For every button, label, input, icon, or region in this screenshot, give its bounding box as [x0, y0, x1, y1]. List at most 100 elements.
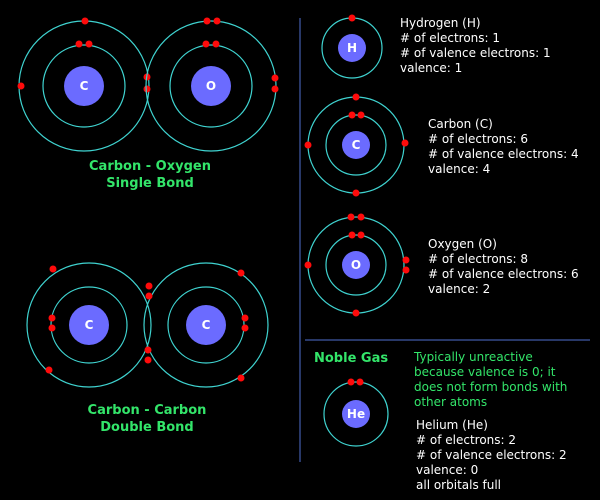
outer-orbit — [26, 262, 152, 388]
hydrogen-section: H Hydrogen (H) # of electrons: 1 # of va… — [321, 14, 551, 79]
single-bond-diagram: C O Carbon - Oxygen Single Bond — [17, 17, 279, 191]
nucleus — [64, 66, 104, 106]
hydrogen-name: Hydrogen (H) — [400, 16, 481, 30]
nucleus — [69, 305, 109, 345]
single-bond-oxygen-atom: O — [145, 17, 279, 152]
electron — [45, 366, 53, 374]
electron — [85, 40, 93, 48]
noble-gas-description-line: does not form bonds with — [414, 380, 567, 394]
carbon-section: C Carbon (C) # of electrons: 6 # of vale… — [304, 93, 579, 197]
double-bond-subtitle: Double Bond — [100, 420, 193, 435]
single-bond-subtitle: Single Bond — [106, 176, 194, 191]
oxygen-section: O Oxygen (O) # of electrons: 8 # of vale… — [304, 213, 579, 317]
carbon-electrons: # of electrons: 6 — [428, 132, 528, 146]
atom-symbol: He — [347, 407, 365, 421]
atom-symbol: C — [202, 318, 211, 332]
electron — [357, 213, 365, 221]
electron — [304, 141, 312, 149]
helium-name: Helium (He) — [416, 418, 488, 432]
electron — [356, 378, 364, 386]
electron — [81, 17, 89, 25]
electron — [401, 139, 409, 147]
electron — [352, 93, 360, 101]
inner-orbit — [325, 114, 387, 176]
outer-orbit — [143, 262, 269, 388]
electron — [271, 74, 279, 82]
electron — [352, 189, 360, 197]
shared-electron — [144, 346, 152, 354]
carbon-valence-electrons: # of valence electrons: 4 — [428, 147, 579, 161]
double-bond-diagram: C C Carbon - Carbon Double Bond — [26, 262, 269, 435]
electron — [347, 213, 355, 221]
single-bond-title: Carbon - Oxygen — [89, 159, 211, 174]
hydrogen-valence-electrons: # of valence electrons: 1 — [400, 46, 551, 60]
electron — [48, 314, 56, 322]
helium-valence: valence: 0 — [416, 463, 478, 477]
electron — [143, 85, 151, 93]
electron — [271, 85, 279, 93]
inner-orbit — [42, 44, 126, 128]
noble-gas-description-line: Typically unreactive — [413, 350, 533, 364]
noble-gas-section: Noble Gas Typically unreactive because v… — [314, 350, 567, 492]
carbon-name: Carbon (C) — [428, 117, 493, 131]
electron — [241, 324, 249, 332]
atom-symbol: C — [352, 138, 361, 152]
atom-symbol: O — [351, 258, 361, 272]
shared-electron — [144, 356, 152, 364]
noble-gas-description-line: other atoms — [414, 395, 487, 409]
electron — [237, 374, 245, 382]
nucleus — [338, 34, 366, 62]
nucleus — [342, 131, 370, 159]
nucleus — [186, 305, 226, 345]
electron — [357, 111, 365, 119]
electron — [348, 231, 356, 239]
single-bond-carbon-atom: C — [17, 17, 151, 152]
noble-gas-heading: Noble Gas — [314, 351, 388, 366]
helium-note: all orbitals full — [416, 478, 501, 492]
inner-orbit — [325, 234, 387, 296]
atom-symbol: C — [85, 318, 94, 332]
shared-electron — [145, 292, 153, 300]
electron — [48, 324, 56, 332]
double-bond-right-carbon-atom: C — [143, 262, 269, 388]
electron — [352, 309, 360, 317]
electron — [17, 82, 25, 90]
electron — [348, 14, 356, 22]
carbon-valence: valence: 4 — [428, 162, 490, 176]
oxygen-valence-electrons: # of valence electrons: 6 — [428, 267, 579, 281]
electron — [212, 40, 220, 48]
nucleus — [342, 251, 370, 279]
nucleus — [342, 400, 370, 428]
orbit — [323, 381, 389, 447]
double-bond-title: Carbon - Carbon — [88, 403, 207, 418]
electron — [237, 269, 245, 277]
atom-symbol: H — [347, 41, 357, 55]
atom-symbol: C — [80, 79, 89, 93]
helium-electrons: # of electrons: 2 — [416, 433, 516, 447]
electron — [75, 40, 83, 48]
electron — [304, 261, 312, 269]
shared-electron — [145, 282, 153, 290]
electron — [357, 231, 365, 239]
electron — [347, 378, 355, 386]
atom-symbol: O — [206, 79, 216, 93]
double-bond-left-carbon-atom: C — [26, 262, 152, 388]
electron — [213, 17, 221, 25]
electron — [49, 265, 57, 273]
noble-gas-description-line: because valence is 0; it — [414, 365, 556, 379]
helium-valence-electrons: # of valence electrons: 2 — [416, 448, 567, 462]
nucleus — [191, 66, 231, 106]
oxygen-name: Oxygen (O) — [428, 237, 497, 251]
electron — [348, 111, 356, 119]
oxygen-electrons: # of electrons: 8 — [428, 252, 528, 266]
electron — [241, 314, 249, 322]
inner-orbit — [169, 44, 253, 128]
electron — [402, 256, 410, 264]
electron — [202, 40, 210, 48]
hydrogen-valence: valence: 1 — [400, 61, 462, 75]
hydrogen-electrons: # of electrons: 1 — [400, 31, 500, 45]
electron — [203, 17, 211, 25]
oxygen-valence: valence: 2 — [428, 282, 490, 296]
electron — [402, 266, 410, 274]
